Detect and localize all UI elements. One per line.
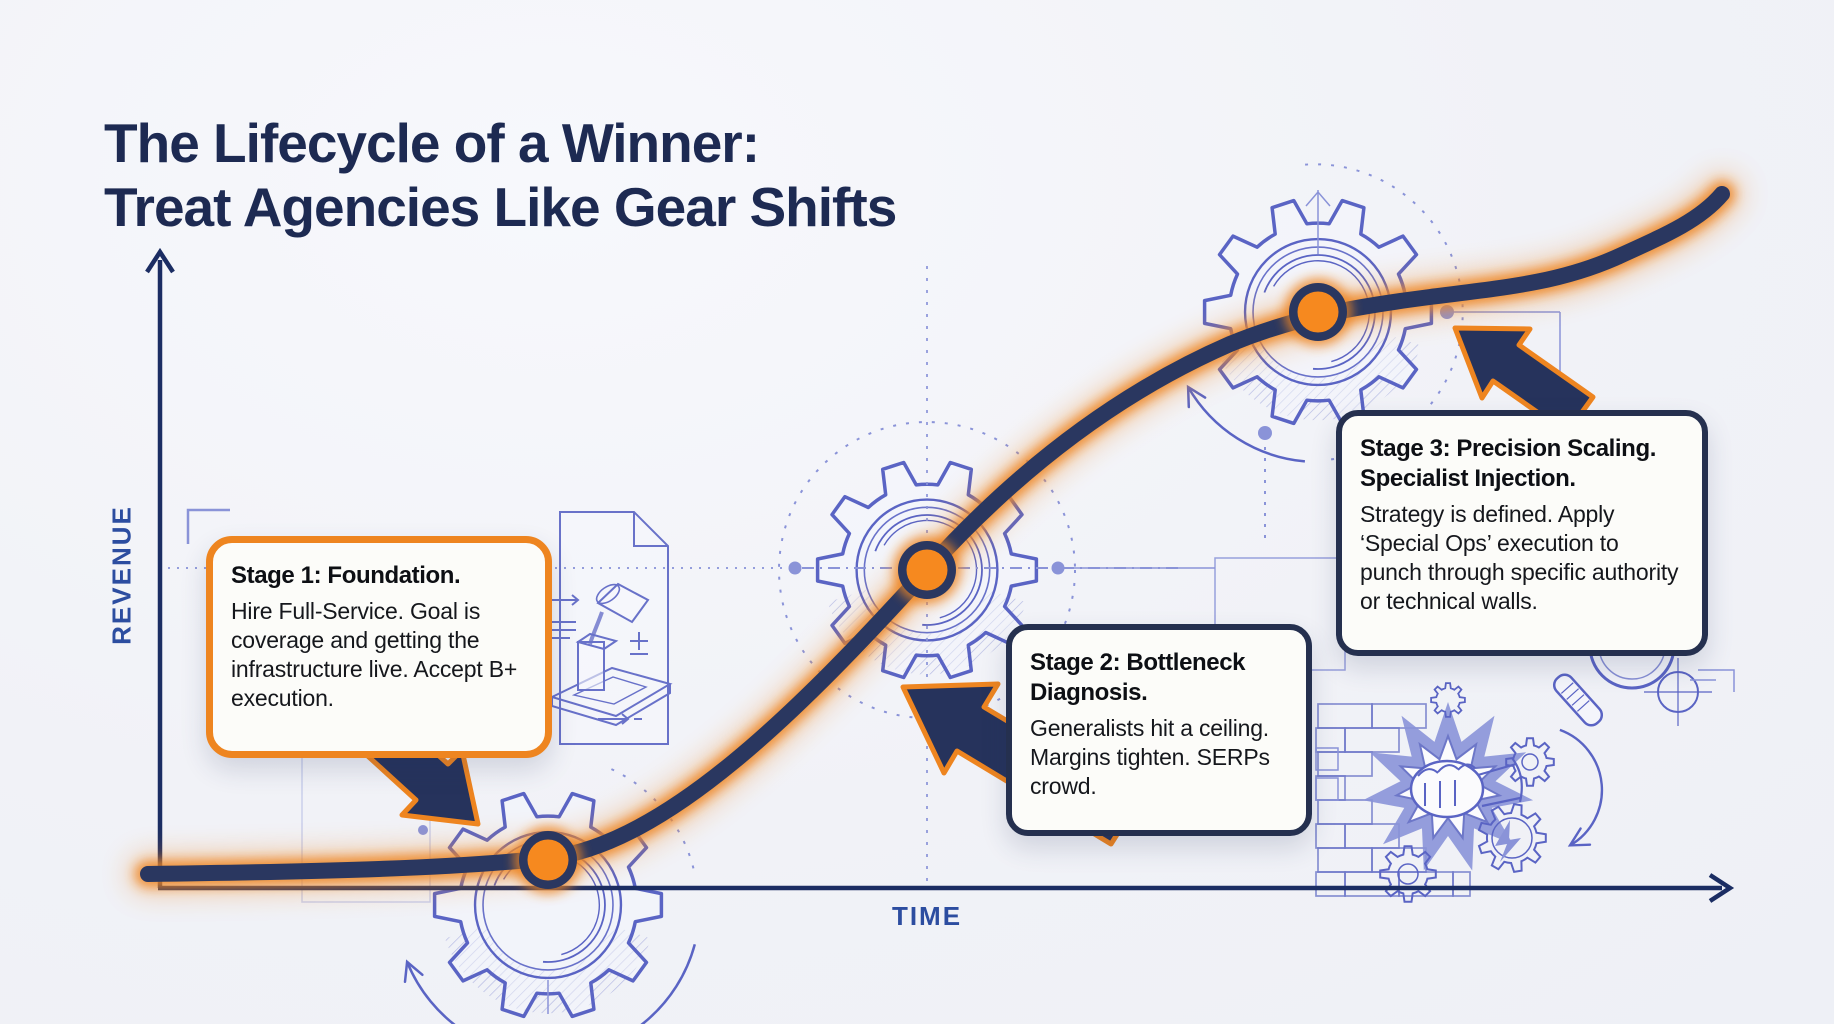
stage-3-body: Strategy is defined. Apply ‘Special Ops’… xyxy=(1360,501,1679,614)
blueprint-paper-foundation-pour-sketch xyxy=(549,511,673,745)
stage-2-title-line2: Diagnosis. xyxy=(1030,679,1148,706)
stage-3-title-line2: Specialist Injection. xyxy=(1360,465,1576,492)
stage-dot-2 xyxy=(893,536,961,604)
stage-1-body: Hire Full-Service. Goal is coverage and … xyxy=(231,598,518,711)
stage-3-title: Stage 3: Precision Scaling. Specialist I… xyxy=(1360,434,1684,494)
stage-1-title-line1: Stage 1: Foundation. xyxy=(231,562,461,589)
stage-dot-1 xyxy=(514,826,582,894)
stage-2-callout: Stage 2: Bottleneck Diagnosis. Generalis… xyxy=(1006,624,1312,836)
page-title-line2: Treat Agencies Like Gear Shifts xyxy=(104,176,897,239)
stage-3-title-line1: Stage 3: Precision Scaling. xyxy=(1360,435,1656,462)
page-title: The Lifecycle of a Winner: Treat Agencie… xyxy=(104,111,897,240)
page-title-line1: The Lifecycle of a Winner: xyxy=(104,111,760,174)
stage-2-title: Stage 2: Bottleneck Diagnosis. xyxy=(1030,648,1288,708)
stage-dot-3 xyxy=(1284,278,1352,346)
stage-1-title: Stage 1: Foundation. xyxy=(231,561,527,591)
growth-curve xyxy=(140,186,1730,882)
x-axis-label: TIME xyxy=(891,901,963,931)
growth-curve-layer xyxy=(127,173,1743,895)
stage-dots xyxy=(514,278,1352,894)
y-axis-label: REVENUE xyxy=(106,505,137,645)
fist-through-brick-wall-sketch xyxy=(1315,682,1604,903)
stage-3-callout: Stage 3: Precision Scaling. Specialist I… xyxy=(1336,410,1708,656)
stage-1-callout: Stage 1: Foundation. Hire Full-Service. … xyxy=(206,536,552,758)
stage-2-body: Generalists hit a ceiling. Margins tight… xyxy=(1030,715,1270,799)
stage-2-title-line1: Stage 2: Bottleneck xyxy=(1030,649,1246,676)
